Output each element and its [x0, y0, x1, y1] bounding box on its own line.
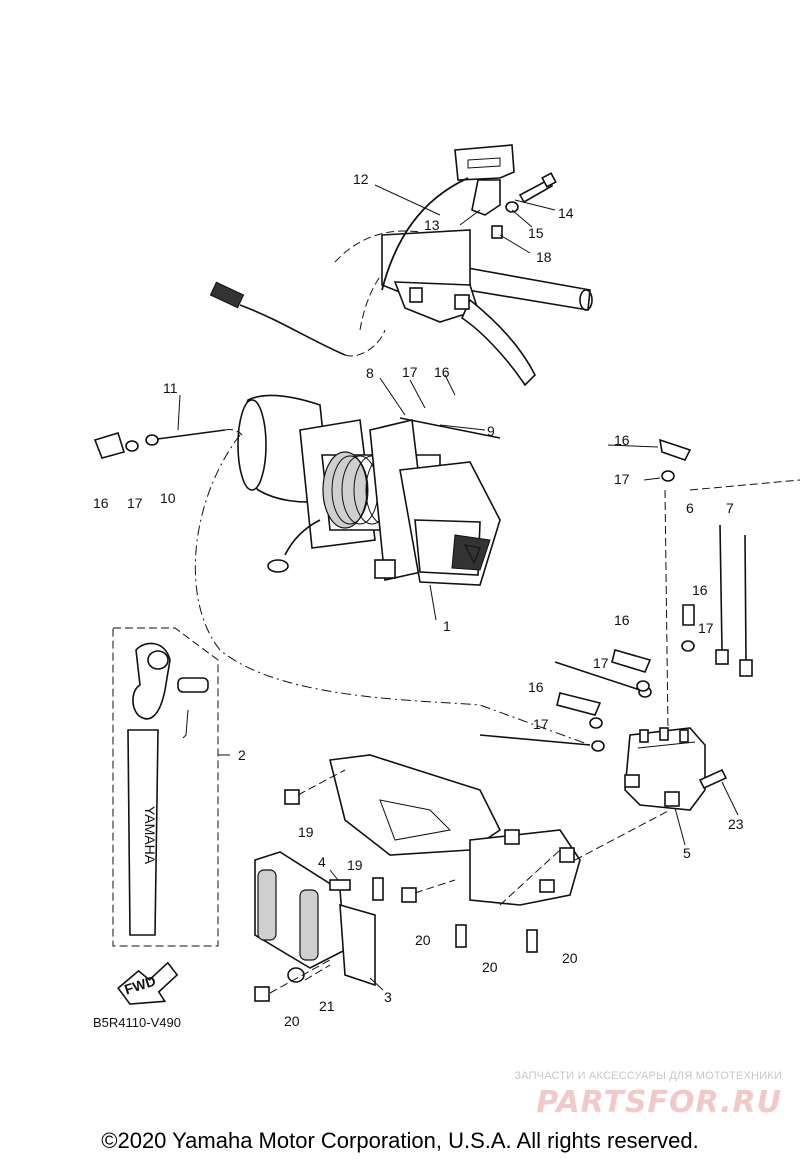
part-label-20-b: 20 [415, 932, 431, 948]
part-label-17-r3: 17 [593, 655, 609, 671]
handlebar-switch-assembly [209, 144, 593, 387]
part-label-3: 3 [384, 989, 392, 1005]
part-label-19-b: 20 [482, 959, 498, 975]
part-label-23: 23 [728, 816, 744, 832]
mount-plate-group [254, 754, 671, 1002]
winch-assembly [237, 394, 501, 586]
part-label-20-c: 20 [562, 950, 578, 966]
part-label-15: 15 [528, 225, 544, 241]
part-label-16-r3: 16 [614, 612, 630, 628]
hook-strap-kit: YAMAHA [112, 627, 219, 947]
diagram-code: B5R4110-V490 [93, 1015, 181, 1030]
part-label-16-r1: 16 [614, 432, 630, 448]
part-label-10: 10 [160, 490, 176, 506]
part-label-17-left: 17 [127, 495, 143, 511]
part-label-21: 20 [284, 1013, 300, 1029]
part-label-19-a: 19 [347, 857, 363, 873]
copyright-footer: ©2020 Yamaha Motor Corporation, U.S.A. A… [101, 1128, 699, 1153]
part-label-18: 18 [536, 249, 552, 265]
part-label-17-r4: 17 [533, 716, 549, 732]
part-label-11: 11 [163, 380, 178, 396]
part-label-16-r4: 16 [528, 679, 544, 695]
part-labels: 12 13 14 15 18 11 8 17 16 9 16 17 10 1 1… [93, 171, 744, 1030]
part-label-12: 12 [353, 171, 369, 187]
leader-lines [177, 184, 739, 991]
part-label-17-r2: 17 [698, 620, 714, 636]
part-label-16-top: 16 [434, 364, 450, 380]
part-label-22: 21 [319, 998, 335, 1014]
watermark-tagline: ЗАПЧАСТИ И АКСЕССУАРЫ ДЛЯ МОТОТЕХНИКИ [514, 1070, 782, 1082]
fwd-arrow: FWD [117, 961, 179, 1005]
part-label-6: 6 [686, 500, 694, 516]
part-label-16-r2: 16 [692, 582, 708, 598]
part-label-20-a: 19 [298, 824, 314, 840]
watermark-logo: PARTSFOR.RU [536, 1085, 782, 1120]
part-label-9: 9 [487, 423, 495, 439]
part-label-1: 1 [443, 618, 451, 634]
left-cable-group [93, 429, 591, 746]
part-label-14: 14 [558, 205, 574, 221]
part-label-7: 7 [726, 500, 734, 516]
part-label-17-top: 17 [402, 364, 418, 380]
part-label-5: 5 [683, 845, 691, 861]
part-label-16-left: 16 [93, 495, 109, 511]
part-label-4: 4 [318, 854, 326, 870]
part-label-13: 13 [424, 217, 440, 233]
part-label-8: 8 [366, 365, 374, 381]
solenoid-group [479, 438, 800, 811]
part-label-17-r1: 17 [614, 471, 630, 487]
part-label-2: 2 [238, 747, 246, 763]
strap-text: YAMAHA [142, 806, 158, 865]
